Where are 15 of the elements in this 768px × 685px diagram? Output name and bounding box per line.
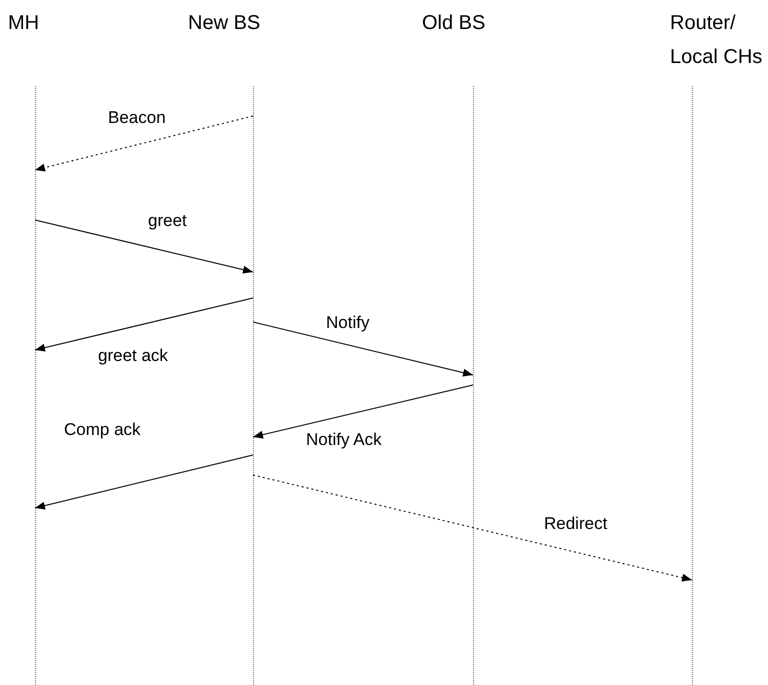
edge-label: Notify Ack	[304, 430, 384, 450]
edge-label: Comp ack	[62, 420, 143, 440]
lifeline-header: New BS	[188, 11, 262, 36]
message-arrow	[34, 220, 254, 274]
message-arrow	[252, 322, 474, 377]
lifeline-header: MH	[8, 11, 40, 36]
lifeline-header: Old BS	[422, 11, 486, 36]
message-arrow	[252, 384, 474, 439]
lifeline-header: Router/ Local CHs	[670, 11, 764, 70]
message-arrow	[252, 474, 692, 582]
message-arrow	[34, 116, 254, 172]
edge-label: Notify	[324, 313, 372, 333]
edge-label: greet ack	[96, 346, 170, 366]
message-arrow	[34, 298, 254, 352]
message-arrow	[34, 454, 254, 510]
